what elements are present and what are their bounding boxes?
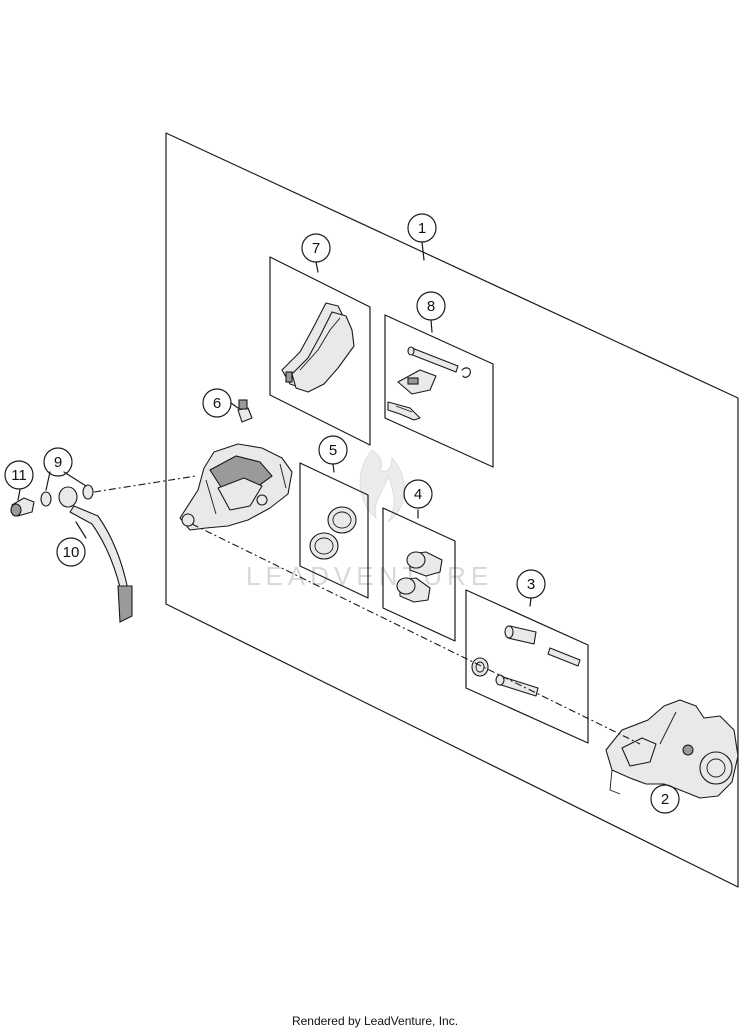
svg-text:10: 10	[63, 544, 80, 561]
subpanel-pin-kit	[384, 314, 494, 468]
subpanel-seals	[299, 462, 369, 599]
svg-text:9: 9	[54, 454, 62, 471]
subpanel-slider-pins	[465, 589, 589, 744]
callout-8[interactable]: 8	[416, 291, 446, 321]
pistons-icon	[396, 551, 443, 603]
watermark: LEADVENTURE	[246, 561, 493, 591]
subpanel-brake-pads	[269, 256, 371, 446]
banjo-bolt-icon	[10, 497, 35, 517]
footer-credit: Rendered by LeadVenture, Inc.	[291, 1014, 459, 1028]
brake-pads-icon	[281, 302, 355, 393]
assembly-panel	[165, 132, 739, 888]
pin-boot-icon	[471, 657, 489, 677]
callout-1[interactable]: 1	[407, 213, 437, 243]
svg-text:1: 1	[418, 220, 426, 237]
svg-text:8: 8	[427, 298, 435, 315]
seal-rings-icon	[309, 506, 357, 560]
svg-text:11: 11	[11, 467, 27, 484]
callout-9[interactable]: 9	[43, 447, 73, 477]
svg-text:7: 7	[312, 240, 320, 257]
callout-10[interactable]: 10	[56, 537, 86, 567]
callout-7[interactable]: 7	[301, 233, 331, 263]
callout-4[interactable]: 4	[403, 479, 433, 509]
caliper-carrier-icon	[605, 699, 739, 799]
assembly-line-pin	[191, 523, 641, 745]
assembly-line-hose	[93, 475, 197, 493]
callout-2[interactable]: 2	[650, 784, 680, 814]
bleeder-screw-icon	[237, 399, 253, 423]
callout-3[interactable]: 3	[516, 569, 546, 599]
slider-pins-icon	[495, 625, 581, 697]
caliper-body-icon	[179, 443, 293, 531]
svg-text:2: 2	[661, 791, 669, 808]
callout-11[interactable]: 11	[4, 460, 34, 490]
pin-kit-icon	[387, 346, 471, 421]
leader-lines	[17, 241, 532, 607]
subpanel-pistons	[382, 507, 456, 642]
callout-6[interactable]: 6	[202, 388, 232, 418]
washer-icon	[40, 484, 94, 507]
svg-text:4: 4	[414, 486, 422, 503]
brake-hose-icon	[58, 486, 133, 623]
watermark-flame-icon	[359, 449, 405, 523]
svg-text:3: 3	[527, 576, 535, 593]
svg-text:5: 5	[329, 442, 337, 459]
svg-text:6: 6	[213, 395, 221, 412]
callout-5[interactable]: 5	[318, 435, 348, 465]
